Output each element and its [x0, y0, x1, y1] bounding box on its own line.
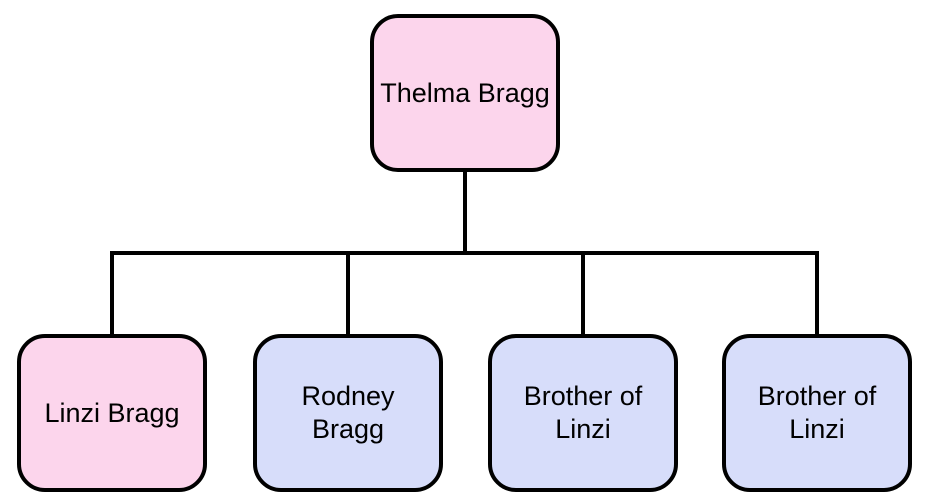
tree-node-brother-of-linzi-2: Brother of Linzi [722, 334, 912, 492]
node-label-line: Rodney [301, 381, 395, 411]
node-label-line: Thelma Bragg [380, 77, 550, 108]
node-label-line: Linzi [555, 414, 611, 444]
node-label-line: Linzi Bragg [44, 397, 180, 428]
node-label-line: Brother of [523, 381, 643, 411]
node-label-line: Linzi [789, 414, 845, 444]
tree-node-linzi-bragg: Linzi Bragg [17, 334, 207, 492]
tree-node-thelma-bragg: Thelma Bragg [370, 14, 560, 172]
tree-node-rodney-bragg: Rodney Bragg [253, 334, 443, 492]
node-label-line: Brother of [757, 381, 877, 411]
node-label-line: Bragg [311, 414, 385, 444]
tree-node-brother-of-linzi-1: Brother of Linzi [488, 334, 678, 492]
